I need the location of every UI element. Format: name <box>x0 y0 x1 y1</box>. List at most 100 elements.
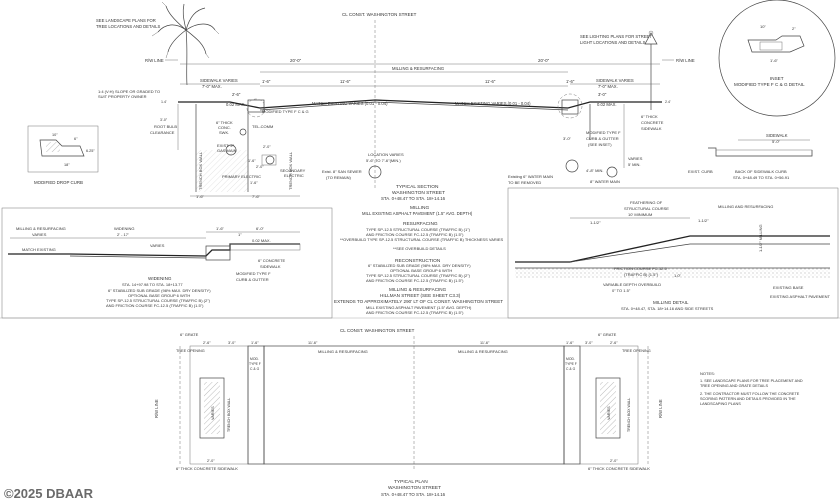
plan-d20-r: 2'-0" <box>610 459 618 463</box>
dim-116-right: 11'-6" <box>485 79 496 84</box>
rw-line-left: R/W LINE <box>145 58 164 63</box>
wid-d60: 6'-0" <box>256 226 265 231</box>
san-sewer: Exist. 8" SAN SEWER (TO REMAIN) <box>322 169 363 180</box>
max-002-right: 0.02 MAX. <box>597 102 617 107</box>
plan-d16-r: 1'-6" <box>566 341 574 345</box>
copyright-watermark: ©2025 DBAAR <box>4 486 94 501</box>
plan-trench-l: TRENCH BOX WALL <box>227 398 231 432</box>
wid-title: WIDENING <box>148 276 172 281</box>
plan-notes-heading: NOTES: <box>700 371 715 376</box>
tel-comm: TEL-COMM <box>252 124 273 129</box>
min5: 5' MIN. <box>628 162 641 167</box>
elev-left: 1.4' <box>161 100 167 104</box>
primary-electric: PRIMARY ELECTRIC <box>222 174 261 179</box>
drop-curb-title: MODIFIED DROP CURB <box>34 180 83 185</box>
dim-16-left: 1'-6" <box>262 79 271 84</box>
dim-20-right: 20'-0" <box>538 58 550 63</box>
recon-text: 6" STABILIZED SUB GRADE (98% MAX. DRY DE… <box>366 263 472 283</box>
dim-116-left: 11'-6" <box>340 79 351 84</box>
hillman-heading: MILLING & RESURFACING <box>389 287 447 292</box>
plan-milling-l: MILLING & RESURFACING <box>318 349 368 354</box>
resurf-text: TYPE SP-12.5 STRUCTURAL COURSE (TRAFFIC … <box>340 227 504 242</box>
plan-trench-r: TRENCH BOX WALL <box>627 398 631 432</box>
swk-label: SIDEWALK <box>766 133 788 138</box>
thick-swk-note: 6" THICK CONC. SWK. <box>216 120 234 135</box>
overbuild-note: **SEE OVERBUILD DETAILS <box>393 246 446 251</box>
max-002-left: 0.02 MAX. <box>226 102 246 107</box>
max-7-left: 7'-0" MAX. <box>202 84 222 89</box>
plan-rw-right: R/W LINE <box>658 399 663 418</box>
mill-variable: VARIABLE DEPTH OVERBUILD 0" TO 1.5" <box>603 282 662 293</box>
plan-swk-l: 6" THICK CONCRETE SIDEWALK <box>176 466 238 471</box>
drop-dim-3: 6.25" <box>86 149 95 153</box>
plan-d16-l: 1'-6" <box>251 341 259 345</box>
sidewalk-varies-right: SIDEWALK VARIES <box>596 78 634 83</box>
trench-box-right: TRENCH BOX WALL <box>288 151 293 190</box>
recon-heading: RECONSTRUCTION <box>395 258 441 264</box>
curb-note: MODIFIED TYPE F C & G <box>262 109 309 114</box>
water-main: 8" WATER MAIN <box>590 179 620 184</box>
typical-section: SEE LANDSCAPE PLANS FOR TREE LOCATIONS A… <box>96 1 695 199</box>
plan-milling-r: MILLING & RESURFACING <box>458 349 508 354</box>
wid-match: MATCH EXISTING <box>22 247 56 252</box>
wid-d14: 1'-6" <box>216 226 225 231</box>
elev-right: 2.4' <box>665 100 671 104</box>
mill-min10: 10' MINIMUM <box>628 212 652 217</box>
section-notes: TYPICAL SECTION WASHINGTON STREET STA. 0… <box>334 184 504 315</box>
cl-label: CL CONST. WASHINGTON STREET <box>342 12 417 17</box>
mill-asph: EXISTING ASPHALT PAVEMENT <box>770 294 830 299</box>
dim-74-bottom: 7'-6" <box>252 194 261 199</box>
wid-d1: 1" <box>238 232 242 237</box>
palm-tree-icon <box>151 1 220 86</box>
plan-mod-l: MOD. TYPE F C & G <box>249 357 262 371</box>
gas-main: EXIST. 2" GAS MAIN <box>217 143 237 153</box>
dim-26-left: 2'-6" <box>232 92 241 97</box>
slope-note: 1:4 (V:H) SLOPE OR GRADED TO SUIT PROPER… <box>98 89 161 99</box>
resurf-heading: RESURFACING <box>403 221 438 227</box>
dim-24a: 2'-0" <box>263 145 271 149</box>
wid-text: 6" STABILIZED SUB GRADE (98% MAX. DRY DE… <box>106 288 212 308</box>
location-varies: LOCATION VARIES 5'-6" TO 7'-6"(MIN.) <box>366 152 405 163</box>
dim-30-root: 3'-0" <box>160 118 168 122</box>
plan-notes: 1. SEE LANDSCAPE PLANS FOR TREE PLACEMEN… <box>700 379 804 406</box>
plan-mod-r: MOD. TYPE F C & G <box>565 357 578 371</box>
plan-grate-right: 6" GRATE <box>598 332 617 337</box>
dim-16b: 1'-6" <box>250 181 258 185</box>
drop-curb-detail: 10" 6" 6.25" 18" MODIFIED DROP CURB <box>27 125 99 185</box>
typical-section-sta: STA. 0+48.47 TO STA. 18+14.16 <box>381 196 446 201</box>
inset-dim-1: 10" <box>760 24 766 29</box>
swk-width: 5'-0" <box>772 139 781 144</box>
wid-mod: MODIFIED TYPE F CURB & GUTTER <box>236 271 272 282</box>
mill-d10: 1.0" <box>674 273 682 278</box>
milling-text: MILL EXISTING ASPHALT PAVEMENT (1.5" AVG… <box>362 211 473 216</box>
hillman-extends: EXTENDS TO APPROXIMATELY 290' LT OF CL C… <box>334 299 503 304</box>
mill-d112b: 1-1/2" <box>698 218 709 223</box>
match-existing-right: MATCH EXISTING VARIES (0.01 - 0.04) <box>455 101 531 106</box>
wid-varies: VARIES <box>150 243 165 248</box>
right-curb-note: MODIFIED TYPE F CURB & GUTTER (SEE INSET… <box>586 130 622 147</box>
plan-d26-r: 2'-6" <box>610 341 618 345</box>
exist-curb: EXIST. CURB <box>688 169 713 174</box>
plan-varies-l: VARIES <box>211 406 215 420</box>
milling-heading: MILLING <box>410 205 429 211</box>
plan-d30-r: 3'-0" <box>585 341 593 345</box>
plan-d30-l: 3'-0" <box>228 341 236 345</box>
water-remove: Existing 6" WATER MAIN TO BE REMOVED <box>508 174 554 185</box>
secondary-electric: SECONDARY ELECTRIC <box>280 168 306 178</box>
landscape-note: SEE LANDSCAPE PLANS FOR TREE LOCATIONS A… <box>96 18 161 29</box>
dim-30-right: 3'-0" <box>598 92 607 97</box>
plan-d116-l: 11'-6" <box>308 341 318 345</box>
dim-24b: 2'-0" <box>256 165 264 169</box>
sidewalk-varies-left: SIDEWALK VARIES <box>200 78 238 83</box>
back-swk-curb: BACK OF SIDEWALK CURB <box>735 169 787 174</box>
inset-detail: 10" 2" 1'-6" INSET MODIFIED TYPE F C & G… <box>718 0 836 117</box>
plan-tree-right: TREE OPENING <box>622 349 651 353</box>
dim-14-bottom: 1'-6" <box>196 194 205 199</box>
varies-right: VARIES <box>628 156 643 161</box>
dim-16a: 1'-6" <box>248 159 256 163</box>
hillman-text: MILL EXISTING ASPHALT PAVEMENT (1.5" AVG… <box>366 305 472 315</box>
street-light-icon <box>644 30 658 110</box>
mill-base: EXISTING BASE <box>773 285 804 290</box>
inset-subtitle: MODIFIED TYPE F C & G DETAIL <box>734 82 805 87</box>
